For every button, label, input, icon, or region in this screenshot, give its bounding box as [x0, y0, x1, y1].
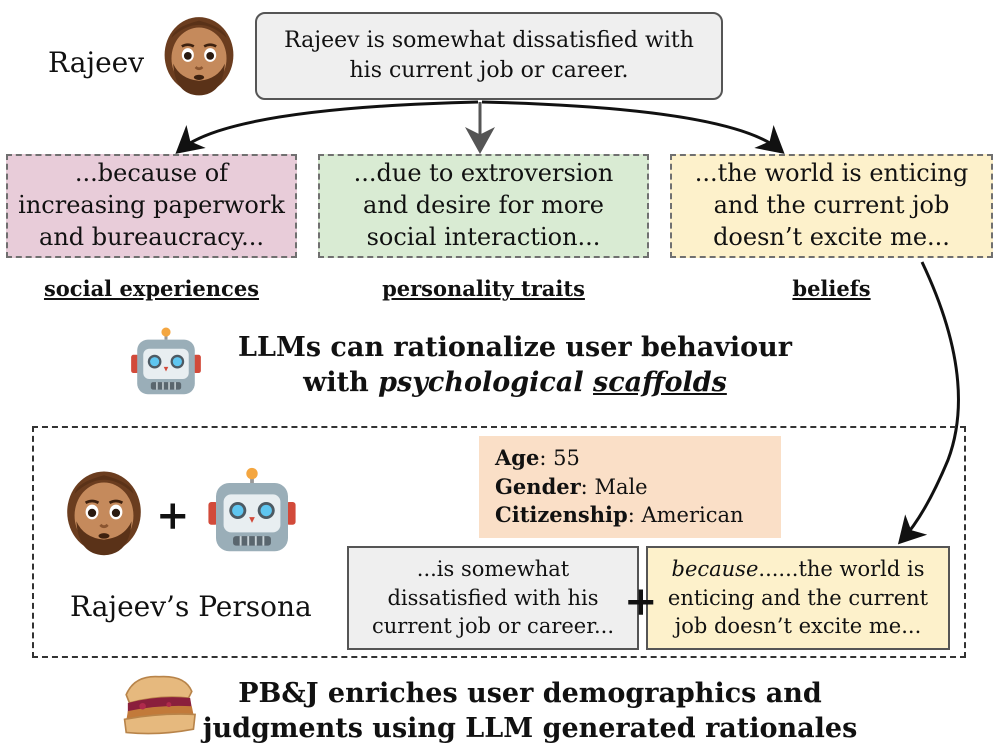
persona-rationale-box: because......the world is enticing and t… [646, 546, 950, 650]
demographic-citizenship: Citizenship: American [495, 502, 744, 528]
headline-llm-line1: LLMs can rationalize user behaviour [237, 332, 793, 363]
persona-statement-box: ...is somewhat dissatisfied with his cur… [347, 546, 639, 650]
headline-pbj-line1: PB&J enriches user demographics and [238, 678, 822, 709]
user-statement-box: Rajeev is somewhat dissatisfied with his… [255, 12, 723, 100]
persona-frame [32, 426, 966, 658]
rationale-text: because......the world is enticing and t… [658, 555, 938, 640]
headline-pbj-line2: judgments using LLM generated rationales [202, 713, 858, 745]
headline-llm-line2: with psychological scaffolds [215, 365, 815, 400]
rationale-because: because [671, 557, 759, 582]
headline-llm-prefix: with [303, 367, 379, 399]
pbj-headline: PB&J enriches user demographics and judg… [200, 676, 860, 746]
category-personality-traits: personality traits [382, 276, 585, 301]
llm-rationalize-headline: LLMs can rationalize user behaviour with… [215, 330, 815, 400]
demographics-box: Age: 55 Gender: Male Citizenship: Americ… [479, 436, 781, 538]
speaker-name: Rajeev [48, 46, 145, 79]
robot-emoji-icon [204, 466, 300, 556]
bearded-man-emoji-icon [58, 466, 150, 558]
category-beliefs: beliefs [792, 276, 871, 301]
reason-beliefs-box: ...the world is enticing and the current… [670, 154, 993, 258]
robot-emoji-icon [128, 326, 204, 398]
category-social-experiences: social experiences [43, 276, 260, 301]
sandwich-emoji-icon [118, 670, 200, 740]
rationale-rest: ......the world is enticing and the curr… [667, 557, 929, 639]
reason-social-box: ...because of increasing paperwork and b… [6, 154, 297, 258]
arrow-to-beliefs [481, 100, 785, 154]
headline-llm-space [584, 367, 593, 398]
headline-llm-italic: psychological [378, 367, 584, 399]
headline-llm-scaffolds: scaffolds [593, 367, 727, 399]
reason-personality-box: ...due to extroversion and desire for mo… [318, 154, 649, 258]
bearded-man-emoji-icon [156, 12, 242, 98]
arrow-to-social [175, 100, 479, 154]
demographic-age: Age: 55 [495, 445, 580, 470]
demographic-gender: Gender: Male [495, 473, 648, 499]
plus-icon: + [624, 578, 658, 625]
persona-label: Rajeev’s Persona [70, 590, 312, 623]
plus-icon: + [156, 492, 190, 539]
